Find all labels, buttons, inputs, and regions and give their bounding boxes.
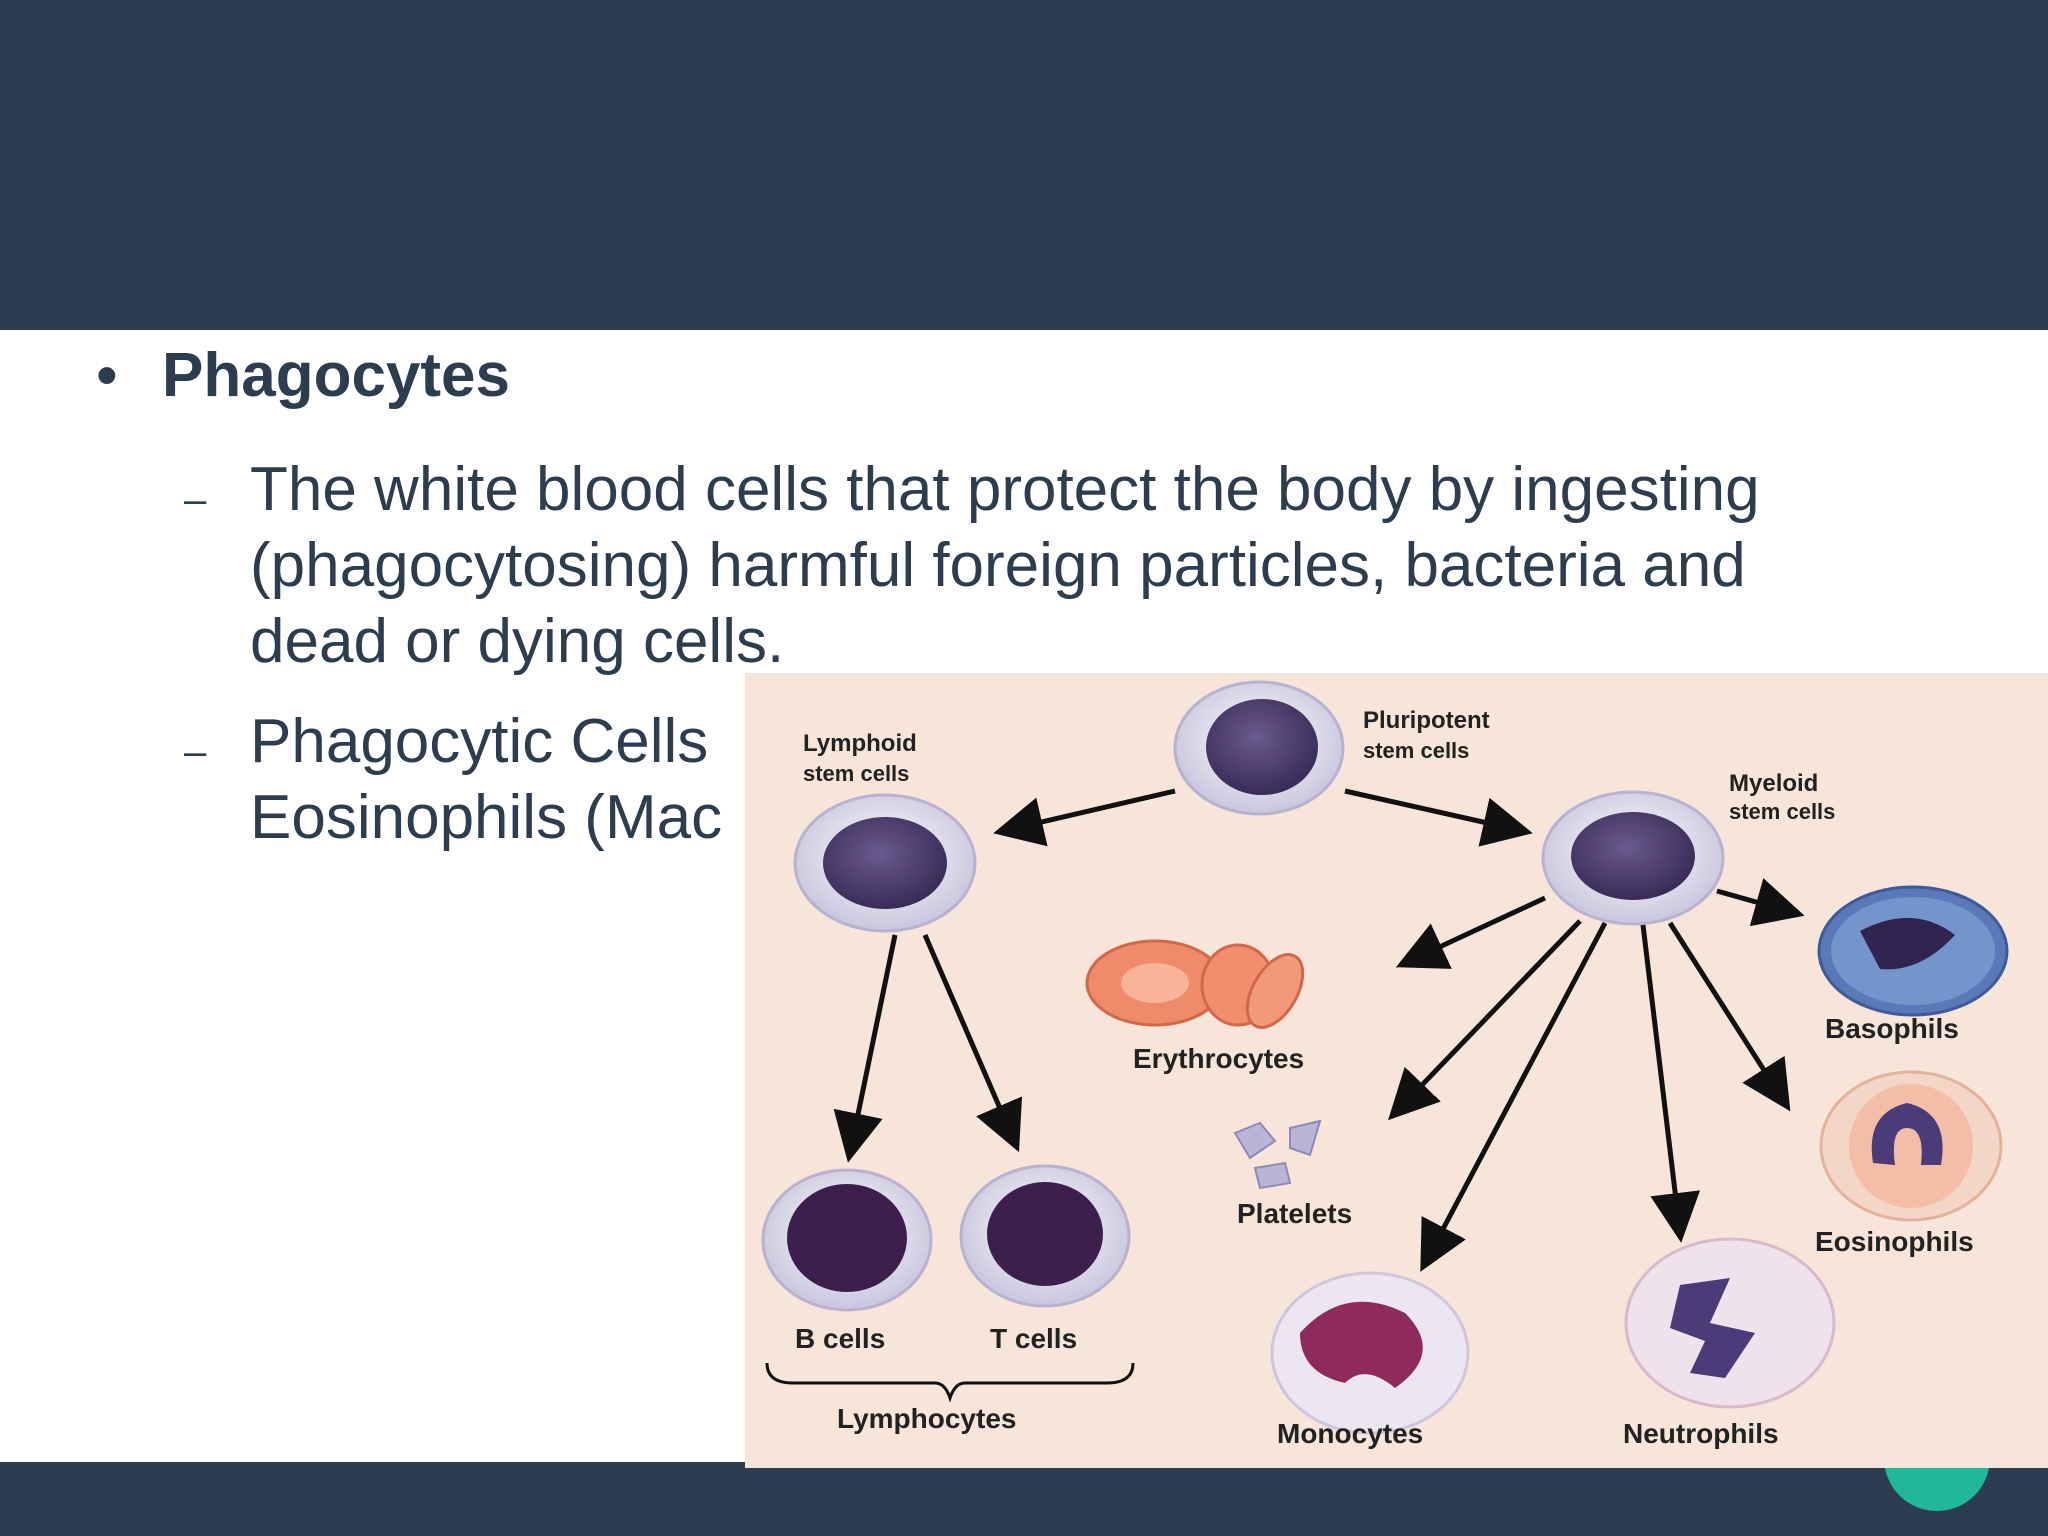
bullet-title: Phagocytes	[162, 341, 511, 410]
myeloid-label-1: Myeloid	[1729, 770, 1818, 797]
header-band	[0, 0, 2048, 330]
neutrophil-cell	[1624, 1237, 1836, 1409]
neutrophils-label: Neutrophils	[1623, 1418, 1779, 1449]
lymphocytes-label: Lymphocytes	[837, 1403, 1016, 1434]
lymphoid-label-1: Lymphoid	[803, 730, 917, 757]
sub-bullet-2-line-2: Eosinophils (Mac	[250, 783, 723, 852]
lymphocytes-brace	[765, 1362, 1135, 1403]
b-cells-label: B cells	[795, 1323, 885, 1354]
eosinophils-label: Eosinophils	[1815, 1226, 1974, 1257]
sub-bullet-dash: –	[184, 730, 207, 774]
diagram-svg: Pluripotent stem cells Lymphoid stem cel…	[761, 680, 2009, 1449]
sub-bullet-1: The white blood cells that protect the b…	[250, 452, 1970, 680]
sub-bullet-2: Phagocytic Cells Eosinophils (Mac	[250, 704, 1970, 856]
footer-band	[0, 1462, 2048, 1536]
monocyte-cell	[1270, 1271, 1470, 1435]
sub-bullet-1-line-3: dead or dying cells.	[250, 607, 785, 676]
blood-cell-diagram: Pluripotent stem cells Lymphoid stem cel…	[745, 673, 2048, 1468]
erythrocytes-label: Erythrocytes	[1133, 1043, 1304, 1074]
sub-bullet-1-line-2: (phagocytosing) harmful foreign particle…	[250, 531, 1746, 600]
monocytes-label: Monocytes	[1277, 1418, 1423, 1449]
bullet-dot: •	[96, 341, 118, 410]
lymphoid-stem-cell	[793, 793, 977, 933]
basophils-label: Basophils	[1825, 1013, 1959, 1044]
sub-bullet-2-line-1: Phagocytic Cells	[250, 707, 709, 776]
myeloid-label-2: stem cells	[1729, 799, 1835, 824]
lymphoid-label-2: stem cells	[803, 761, 909, 786]
basophil-cell	[1817, 885, 2009, 1017]
pluripotent-label-2: stem cells	[1363, 738, 1469, 763]
sub-bullet-dash: –	[184, 478, 207, 522]
pluripotent-label-1: Pluripotent	[1363, 707, 1490, 734]
platelets-cells	[1233, 1119, 1322, 1190]
pluripotent-stem-cell	[1173, 680, 1345, 816]
arrows	[833, 788, 1805, 1272]
b-cell	[761, 1168, 933, 1312]
eosinophil-cell	[1819, 1070, 2003, 1222]
platelets-label: Platelets	[1237, 1198, 1352, 1229]
myeloid-stem-cell	[1541, 790, 1725, 926]
sub-bullet-1-line-1: The white blood cells that protect the b…	[250, 455, 1760, 524]
t-cells-label: T cells	[990, 1323, 1077, 1354]
erythrocytes-cells	[1085, 939, 1305, 1029]
t-cell	[959, 1164, 1131, 1308]
